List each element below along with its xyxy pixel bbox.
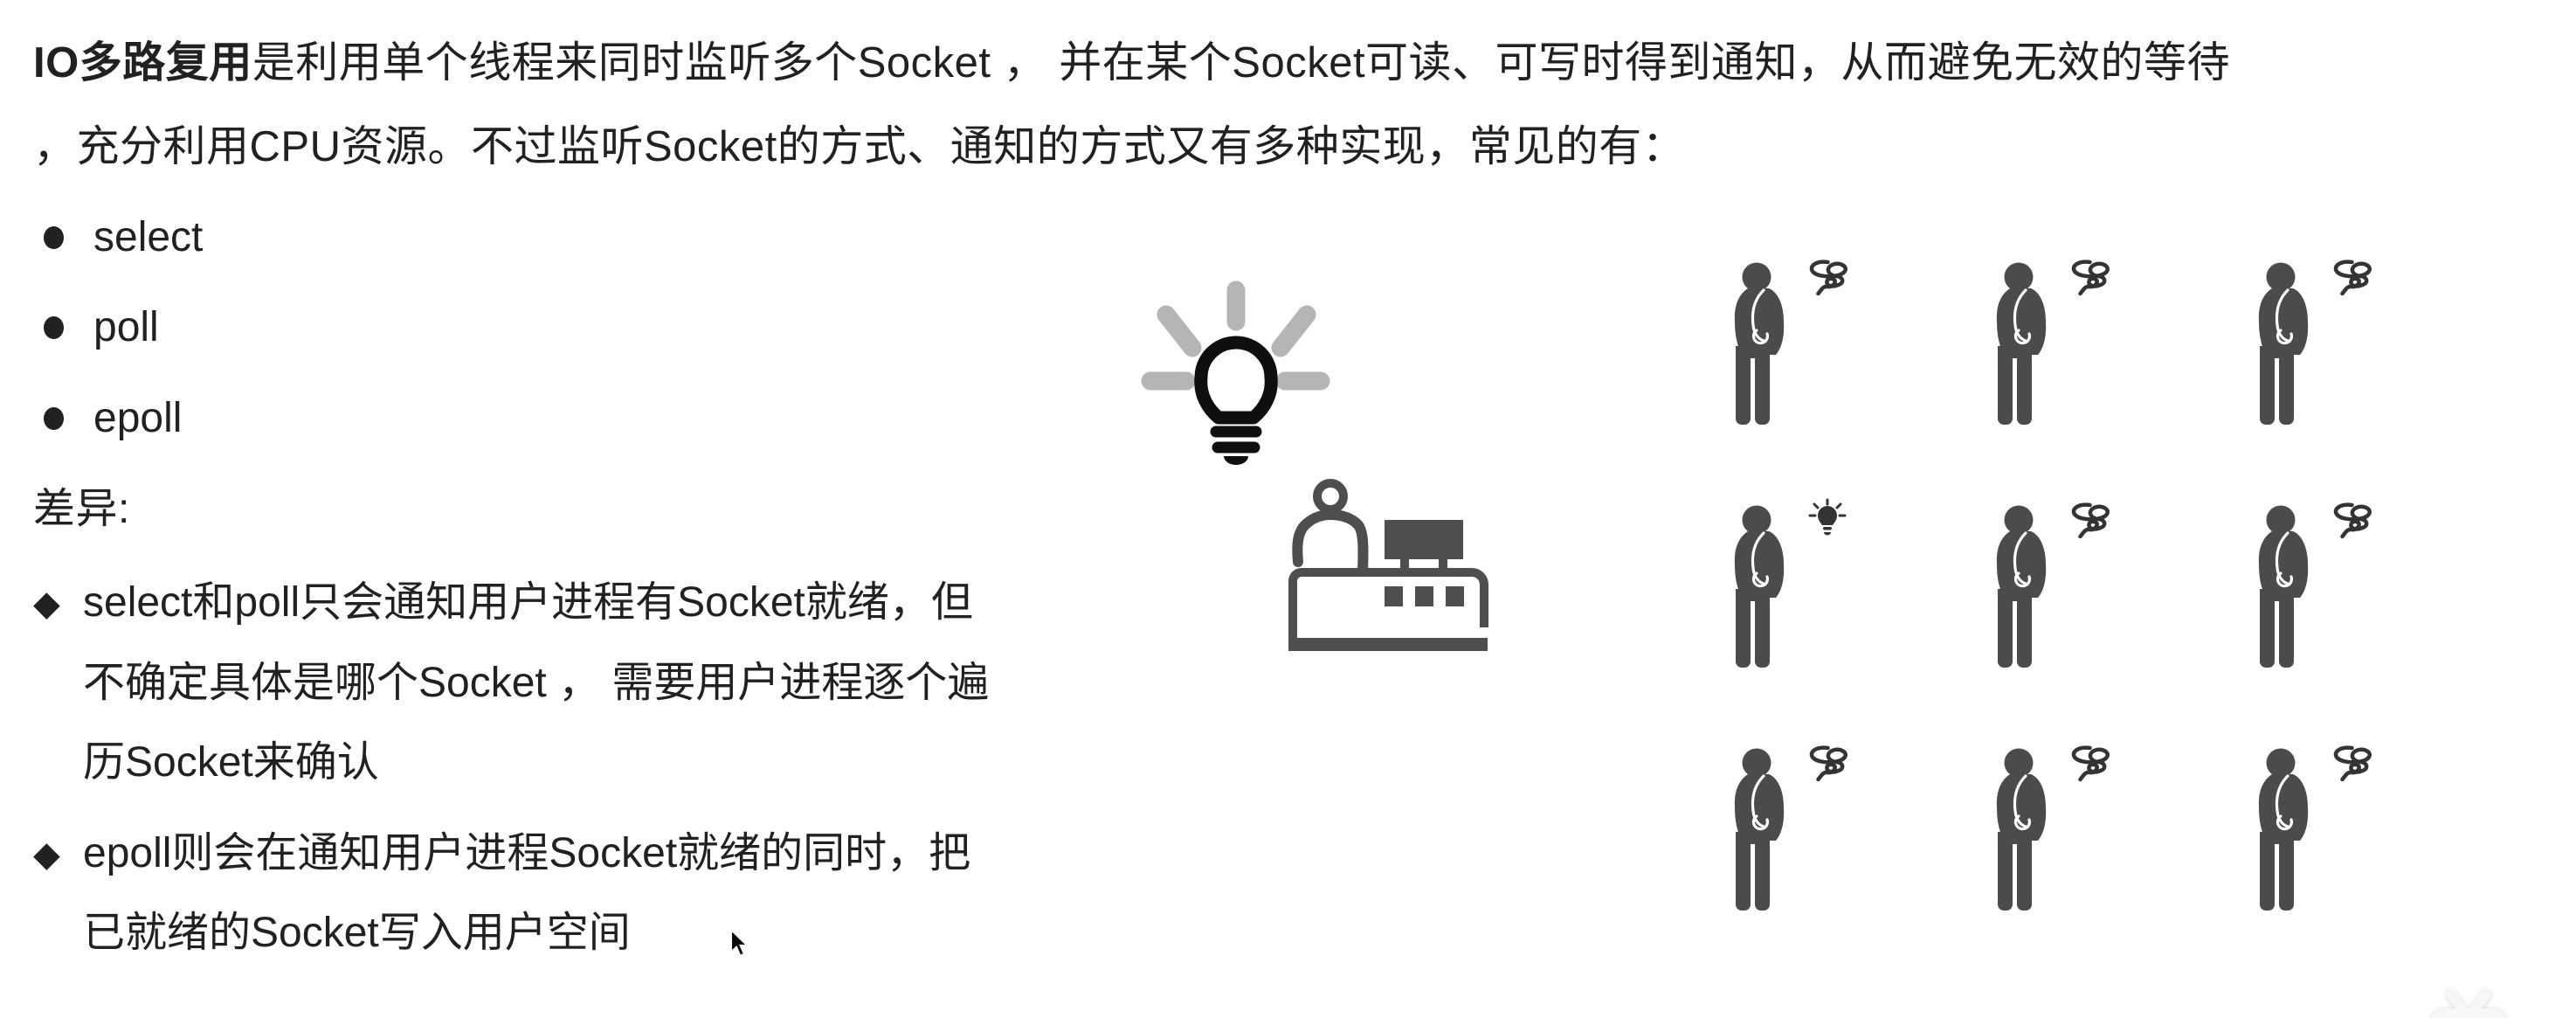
bullet-item-epoll: epoll [33,391,182,447]
figure-cell [1732,748,1889,940]
thinking-person-icon [1732,748,1786,912]
thinking-person-icon [1994,748,2048,912]
figure-cell [2256,262,2414,454]
confusion-scribble-icon [1804,259,1852,299]
figure-cell [1994,262,2151,454]
thinking-person-icon [1994,262,2048,426]
figure-cell [1994,748,2151,940]
bullet-label: poll [93,304,159,350]
diamond-bullet-icon: ◆ [33,835,60,874]
confusion-scribble-icon [2328,502,2376,542]
diff-item-1-line-1: ◆ select和poll只会通知用户进程有Socket就绪，但 [33,575,973,631]
diff-item-text: 不确定具体是哪个Socket ， 需要用户进程逐个遍 [83,660,990,706]
confusion-scribble-icon [1804,744,1852,785]
intro-line1-text: 是利用单个线程来同时监听多个Socket ， 并在某个Socket可读、可写时得… [252,39,2231,87]
lightbulb-idea-icon [1141,280,1330,465]
thinking-person-icon [1732,505,1786,669]
diff-item-text: 历Socket来确认 [83,739,379,786]
bullet-item-poll: poll [33,300,159,356]
figure-cell [2256,748,2414,940]
thinking-person-icon [1994,505,2048,669]
diff-item-text: 已就绪的Socket写入用户空间 [83,910,631,956]
thinking-person-icon [1732,262,1786,426]
thinking-person-icon [2256,262,2310,426]
diff-item-1-line-2: 不确定具体是哪个Socket ， 需要用户进程逐个遍 [33,655,989,711]
bullet-dot-icon [44,226,64,249]
thinking-person-icon [2256,505,2310,669]
bullet-dot-icon [44,407,64,430]
figure-cell [1732,505,1889,697]
intro-line2-text: ，充分利用CPU资源。不过监听Socket的方式、通知的方式又有多种实现，常见的… [33,123,1686,170]
diamond-bullet-icon: ◆ [33,585,60,623]
confusion-scribble-icon [2328,744,2376,785]
bullet-label: epoll [93,395,183,441]
diff-item-1-line-3: 历Socket来确认 [33,735,379,791]
intro-paragraph-line-2: ，充分利用CPU资源。不过监听Socket的方式、通知的方式又有多种实现，常见的… [33,119,1685,175]
bullet-label: select [93,214,204,260]
figure-cell [1732,262,1889,454]
diff-item-2-line-1: ◆ epoll则会在通知用户进程Socket就绪的同时，把 [33,826,970,882]
confusion-scribble-icon [2066,502,2114,542]
confusion-scribble-icon [2328,259,2376,299]
intro-bold-term: IO多路复用 [33,39,252,87]
intro-paragraph-line-1: IO多路复用是利用单个线程来同时监听多个Socket ， 并在某个Socket可… [33,35,2230,91]
bullet-item-select: select [33,210,203,266]
idea-lightbulb-icon [1807,498,1847,537]
thinking-person-icon [2256,748,2310,912]
diff-item-text: epoll则会在通知用户进程Socket就绪的同时，把 [83,830,971,876]
figure-cell [1994,505,2151,697]
bullet-dot-icon [44,316,64,339]
confusion-scribble-icon [2066,744,2114,785]
figure-cell [2256,505,2414,697]
diff-item-2-line-2: 已就绪的Socket写入用户空间 [33,905,631,961]
mouse-arrow-cursor [730,930,749,957]
diff-item-text: select和poll只会通知用户进程有Socket就绪，但 [83,579,973,626]
bilibili-tv-logo [2430,989,2507,1018]
confusion-scribble-icon [2066,259,2114,299]
person-at-service-desk-icon [1288,479,1488,651]
diff-heading: 差异: [33,486,130,532]
